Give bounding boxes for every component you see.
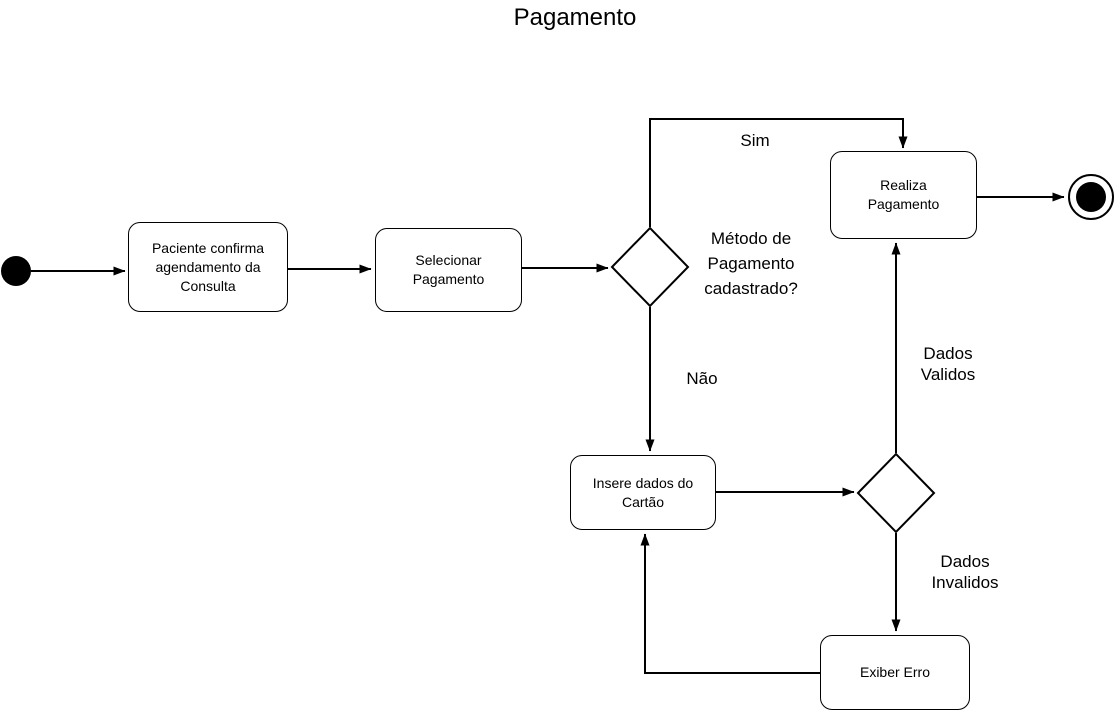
edge-error-to-card — [640, 533, 820, 674]
activity-label: Realiza Pagamento — [867, 177, 940, 212]
final-node-inner — [1076, 182, 1106, 212]
initial-node — [1, 256, 31, 286]
edge-label-dados-invalidos: Dados Invalidos — [929, 551, 1001, 593]
activity-paciente-confirma: Paciente confirma agendamento da Consult… — [128, 222, 288, 312]
activity-label: Selecionar Pagamento — [412, 252, 485, 287]
activity-label: Insere dados do Cartão — [592, 474, 694, 510]
activity-selecionar-pagamento: Selecionar Pagamento — [375, 228, 522, 312]
edge-label-dados-validos: Dados Validos — [917, 343, 979, 385]
final-node — [1068, 174, 1114, 220]
activity-exiber-erro: Exiber Erro — [820, 635, 970, 710]
decision-dados-validos — [856, 452, 936, 534]
activity-label: Exiber Erro — [859, 664, 931, 680]
activity-label: Paciente confirma agendamento da Consult… — [151, 239, 265, 294]
activity-insere-dados-cartao: Insere dados do Cartão — [570, 455, 716, 530]
diagram-title: Pagamento — [513, 4, 637, 31]
edge-decision1-sim-to-pay — [649, 118, 908, 227]
edge-label-nao: Não — [677, 368, 727, 389]
decision-metodo-pagamento — [610, 226, 690, 308]
decision-question-label: Método de Pagamento cadastrado? — [704, 229, 798, 298]
edge-label-sim: Sim — [730, 130, 780, 151]
activity-realiza-pagamento: Realiza Pagamento — [830, 151, 977, 239]
